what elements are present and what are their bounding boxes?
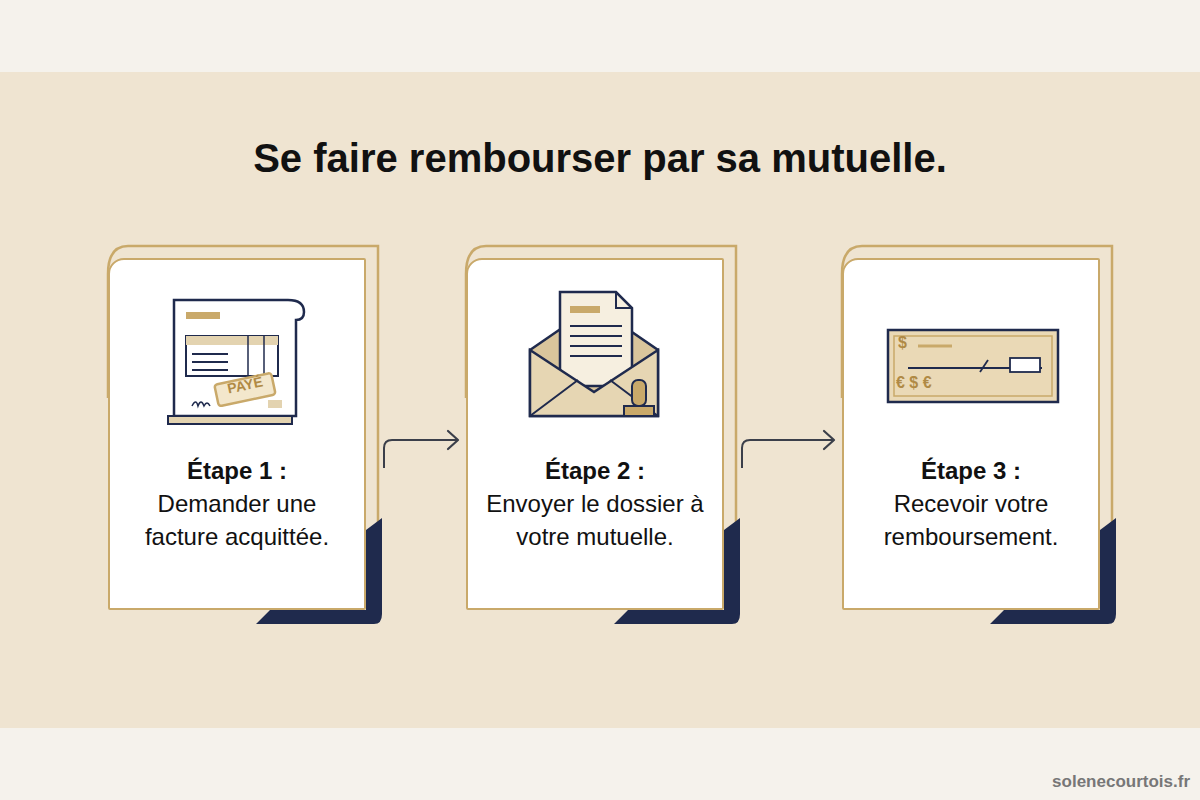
icon-part: [570, 345, 622, 347]
arrow-head: [824, 431, 834, 449]
icon-part: [570, 325, 622, 327]
icon-part: [192, 361, 228, 363]
icon-part: [192, 402, 210, 406]
icon-part: [570, 335, 622, 337]
step-card: Étape 2 :Envoyer le dossier à votre mutu…: [466, 258, 724, 610]
diagram-title: Se faire rembourser par sa mutuelle.: [0, 136, 1200, 181]
icon-part: [263, 336, 265, 376]
step-illustration: [108, 276, 366, 436]
icon-part: [530, 380, 658, 416]
flow-arrow: [742, 431, 834, 468]
icon-part: [186, 312, 220, 319]
step-heading: Étape 3 :: [860, 454, 1082, 487]
icon-part: [918, 345, 952, 348]
paid-stamp: [214, 373, 275, 407]
icon-part: [168, 416, 292, 424]
currency-symbols: € $ €: [896, 374, 932, 392]
step-card: Étape 3 :Recevoir votre remboursement.$€…: [842, 258, 1100, 610]
icon-part: [624, 406, 654, 416]
watermark: solenecourtois.fr: [1052, 772, 1190, 792]
icon-part: [192, 369, 228, 371]
icon-part: [174, 300, 304, 416]
step-heading: Étape 2 :: [484, 454, 706, 487]
step-heading: Étape 1 :: [126, 454, 348, 487]
icon-part: [570, 306, 600, 313]
card-text: Étape 1 :Demander une facture acquittée.: [108, 258, 366, 593]
currency-symbol: $: [898, 334, 907, 352]
icon-part: [214, 373, 275, 407]
icon-part: [980, 360, 988, 372]
icon-part: [268, 400, 282, 408]
step-illustration: [842, 276, 1100, 436]
icon-part: [616, 292, 632, 308]
arrow-head: [448, 431, 458, 449]
icon-part: [186, 336, 278, 376]
card-text: Étape 2 :Envoyer le dossier à votre mutu…: [466, 258, 724, 593]
icon-part: [560, 292, 632, 386]
step-text: Envoyer le dossier à votre mutuelle.: [484, 487, 706, 553]
icon-part: [888, 330, 1058, 402]
flow-line: [384, 440, 458, 468]
icon-part: [247, 336, 249, 376]
icon-part: [894, 336, 1052, 396]
step-card: Étape 1 :Demander une facture acquittée.…: [108, 258, 366, 610]
step-text: Demander une facture acquittée.: [126, 487, 348, 553]
icon-part: [632, 380, 646, 406]
icon-part: [530, 350, 658, 416]
icon-part: [570, 355, 622, 357]
card-text: Étape 3 :Recevoir votre remboursement.: [842, 258, 1100, 593]
icon-part: [192, 353, 228, 355]
step-illustration: [466, 276, 724, 436]
flow-arrow: [384, 431, 458, 468]
flow-line: [742, 440, 834, 468]
step-text: Recevoir votre remboursement.: [860, 487, 1082, 553]
icon-part: [1010, 358, 1040, 372]
card-face: [842, 258, 1100, 610]
